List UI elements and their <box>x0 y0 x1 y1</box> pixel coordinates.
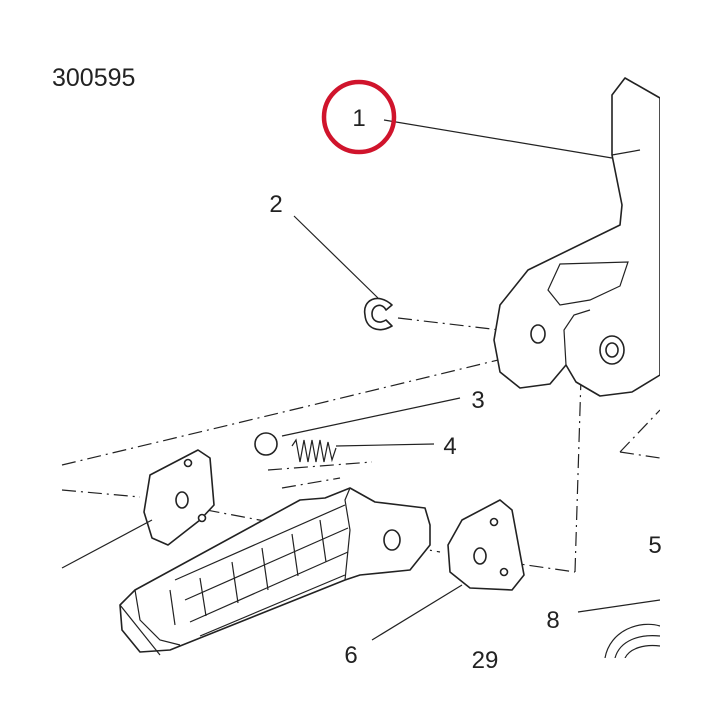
diagram-reference-code: 300595 <box>52 64 135 92</box>
callout-8: 8 <box>546 607 559 634</box>
partial-part-lower-right <box>604 623 661 659</box>
leader-lines <box>61 119 661 641</box>
callout-6: 6 <box>344 642 357 669</box>
callout-4: 4 <box>443 433 456 460</box>
right-margin <box>660 0 720 720</box>
footpeg-bracket <box>493 77 661 397</box>
highlight-circle <box>321 79 397 155</box>
axis-lines <box>61 317 661 573</box>
washer-plate-right <box>447 499 525 591</box>
spring <box>291 438 337 463</box>
callout-2: 2 <box>269 191 282 218</box>
ref-code-clip <box>0 60 56 100</box>
footpeg-rubber <box>119 487 431 656</box>
callout-3: 3 <box>471 387 484 414</box>
bottom-margin <box>0 658 720 720</box>
callout-1: 1 <box>352 105 365 132</box>
retaining-clip <box>363 297 393 331</box>
detent-ball <box>254 432 278 456</box>
callout-29: 29 <box>472 647 499 674</box>
callout-5: 5 <box>648 532 661 559</box>
washer-plate-left <box>143 449 215 546</box>
